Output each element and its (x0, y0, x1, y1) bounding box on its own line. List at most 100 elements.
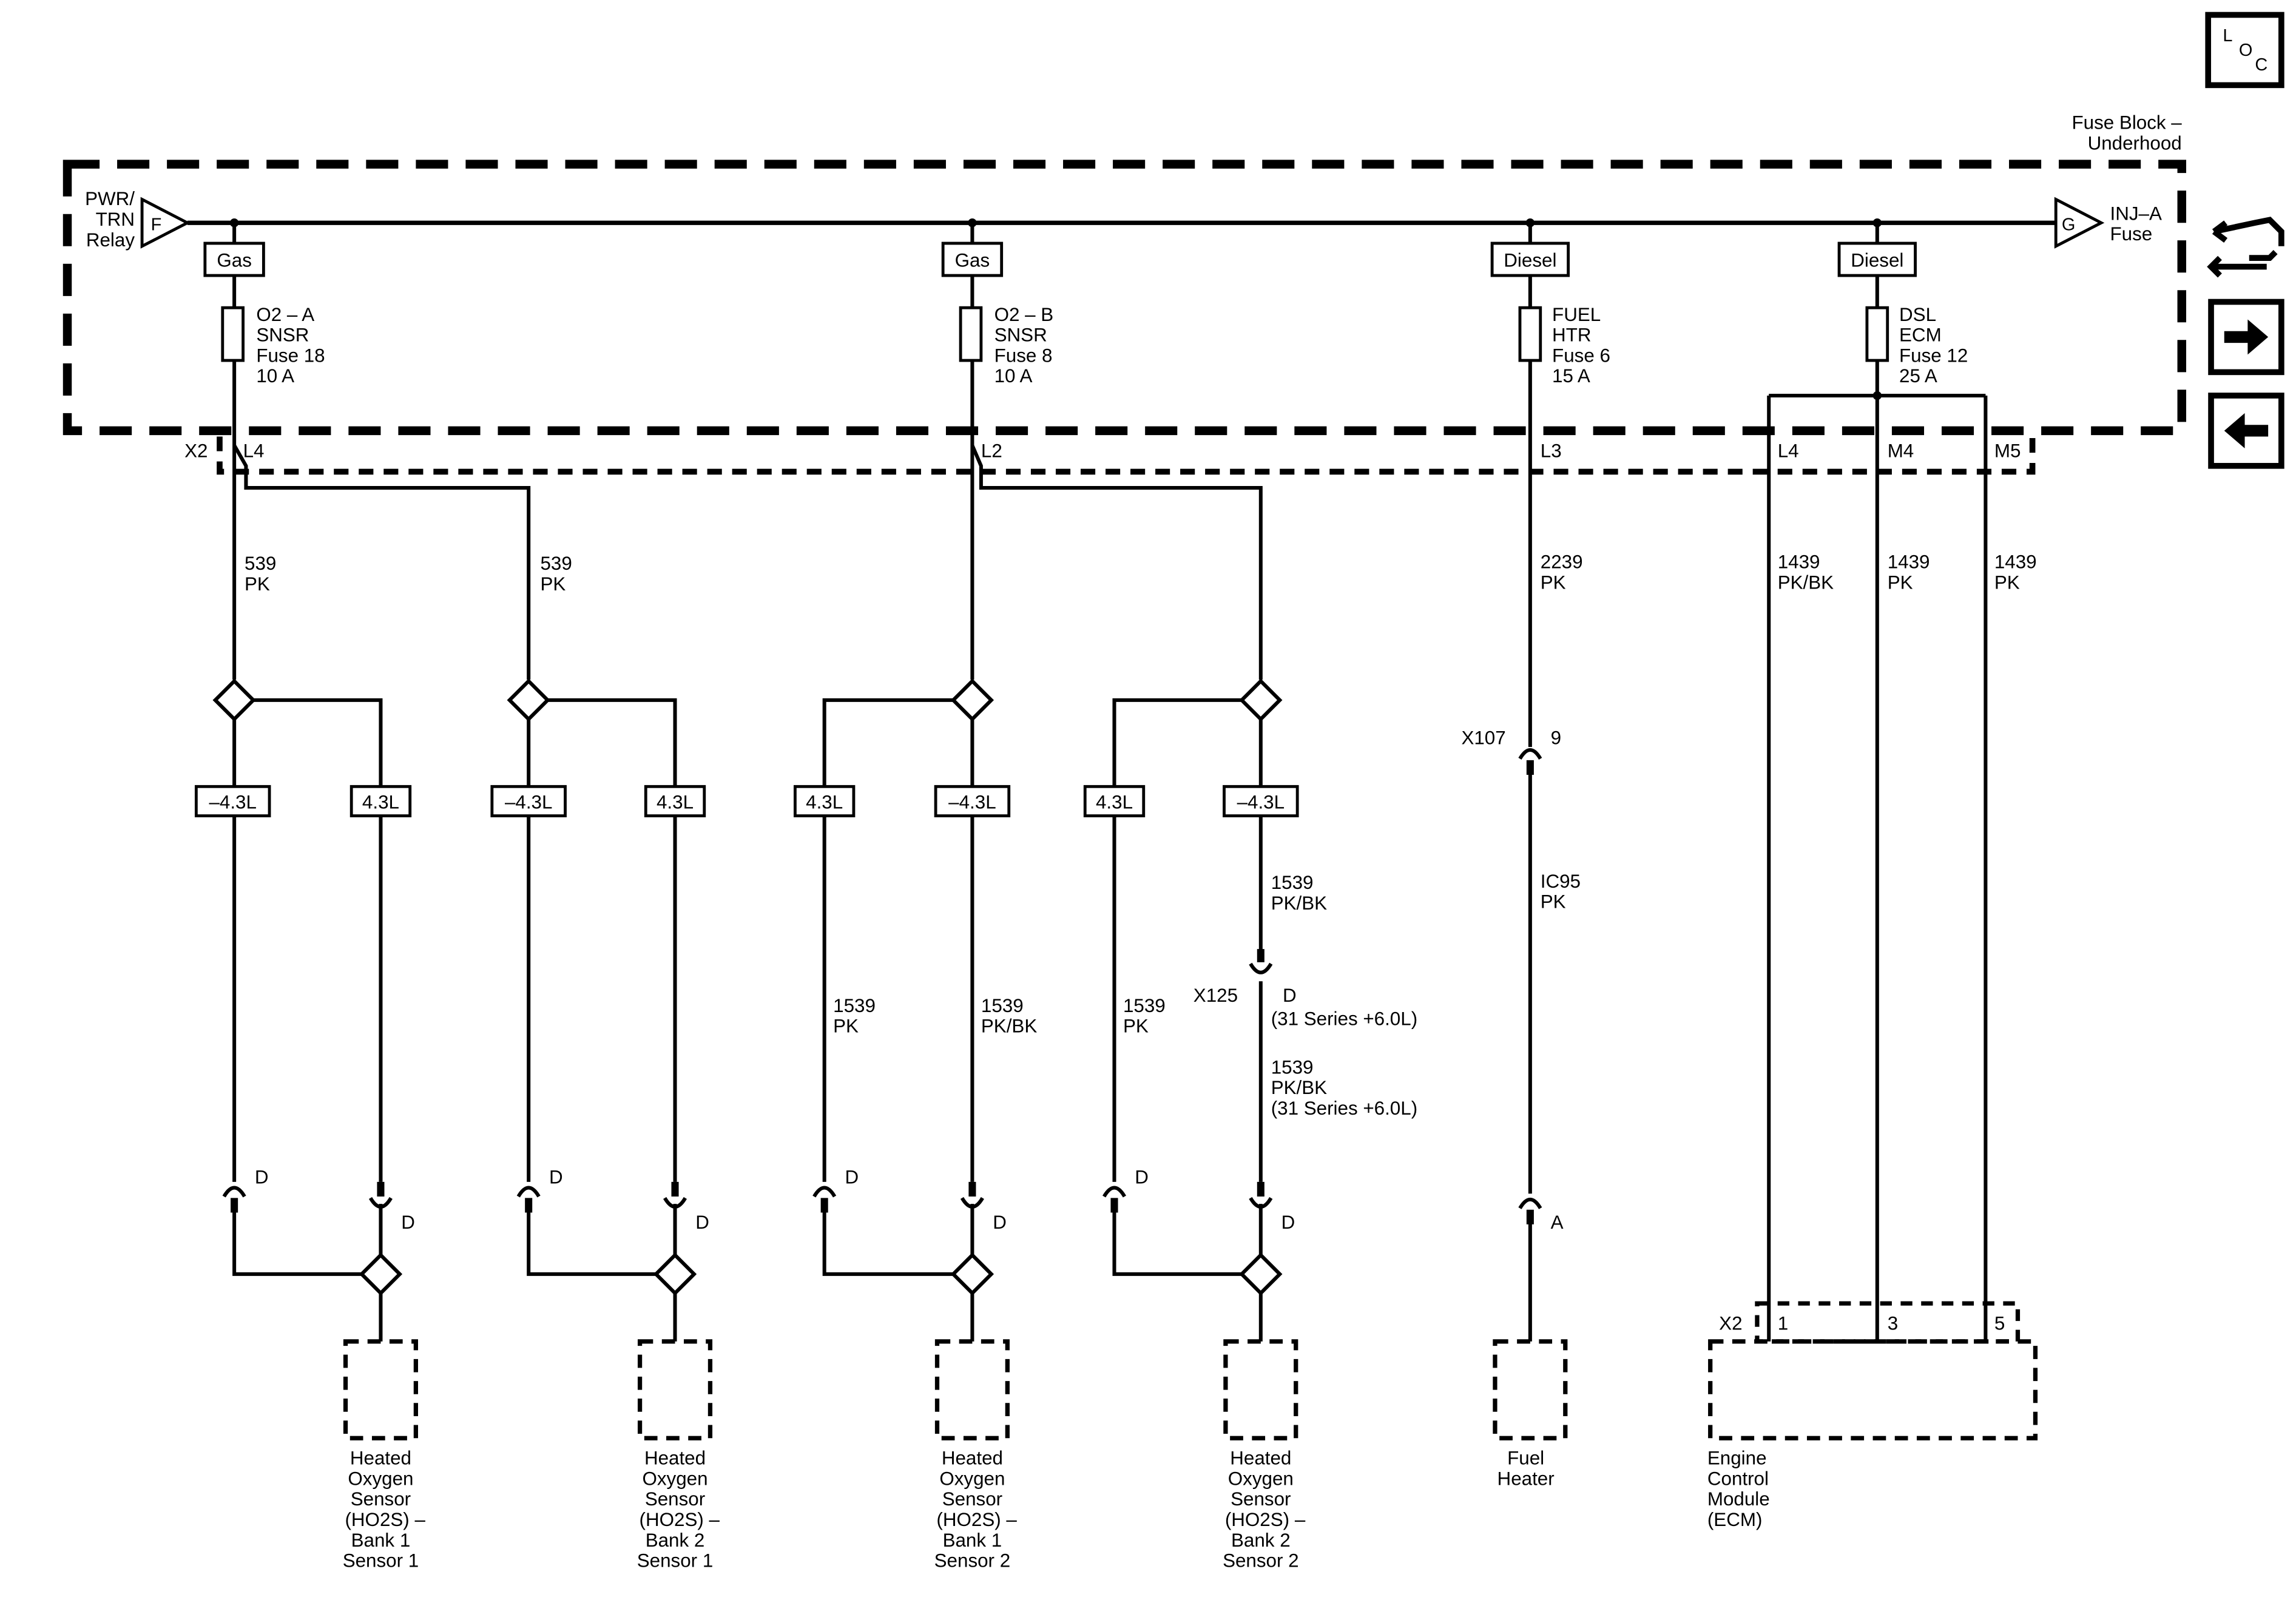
svg-text:Sensor 2: Sensor 2 (1223, 1550, 1299, 1571)
svg-text:Sensor 1: Sensor 1 (343, 1550, 419, 1571)
svg-text:Relay: Relay (86, 229, 135, 251)
fuse-8-symbol (959, 306, 983, 362)
fuse-8-group: Gas O2 – B SNSR Fuse 8 10 A L2 (941, 218, 1054, 461)
svg-text:TRN: TRN (96, 209, 135, 230)
svg-text:O2 – A: O2 – A (256, 304, 314, 325)
svg-text:Oxygen: Oxygen (939, 1468, 1005, 1489)
svg-text:Sensor 2: Sensor 2 (934, 1550, 1011, 1571)
svg-text:D: D (695, 1212, 709, 1233)
svg-text:10 A: 10 A (256, 365, 294, 387)
svg-text:2239: 2239 (1541, 552, 1583, 573)
svg-text:Fuse 6: Fuse 6 (1552, 345, 1610, 366)
svg-text:4.3L: 4.3L (806, 792, 843, 813)
svg-text:D: D (255, 1166, 269, 1187)
component-ho2s-bank1-sensor1: Heated Oxygen Sensor (HO2S) – Bank 1 Sen… (343, 1339, 425, 1571)
fuse-8-pin: L2 (981, 440, 1002, 461)
svg-text:PK/BK: PK/BK (1271, 893, 1327, 914)
connector-repair-icon[interactable] (2207, 217, 2284, 278)
fuse-18-pin: L4 (243, 440, 265, 461)
svg-text:1439: 1439 (1994, 552, 2037, 573)
svg-text:IC95: IC95 (1541, 871, 1581, 892)
svg-text:DSL: DSL (1899, 304, 1936, 325)
svg-text:PK: PK (1541, 891, 1566, 913)
x2-connector-label: X2 (184, 440, 208, 461)
splice-2-top (507, 678, 550, 722)
next-arrow-button[interactable] (2208, 299, 2284, 376)
svg-text:ECM: ECM (1899, 325, 1942, 346)
fuse-8-option: Gas (955, 250, 990, 271)
fuse-18-group: Gas O2 – A SNSR Fuse 18 10 A L4 (203, 218, 325, 461)
component-ecm: X2 1 3 5 Engine Control Module (ECM) (1707, 1301, 2038, 1530)
svg-text:Heater: Heater (1497, 1468, 1555, 1489)
svg-text:Fuel: Fuel (1507, 1448, 1544, 1469)
svg-text:D: D (401, 1212, 415, 1233)
svg-text:SNSR: SNSR (994, 325, 1047, 346)
fuse-6-option: Diesel (1504, 250, 1556, 271)
previous-arrow-button[interactable] (2208, 393, 2284, 469)
svg-text:(HO2S) –: (HO2S) – (1225, 1509, 1306, 1530)
x107-label: X107 (1461, 727, 1505, 748)
svg-text:(HO2S) –: (HO2S) – (936, 1509, 1017, 1530)
splice-1-top (212, 678, 256, 722)
splice-3-bottom (950, 1252, 994, 1296)
inline-connectors (1249, 748, 1542, 974)
x125-note: (31 Series +6.0L) (1271, 1008, 1417, 1030)
next-arrow-icon (2224, 319, 2269, 355)
svg-text:–4.3L: –4.3L (505, 792, 552, 813)
fuse-12-symbol (1865, 306, 1889, 362)
svg-text:1539: 1539 (1271, 1056, 1314, 1078)
fuse-block-title-line1: Fuse Block – (2071, 112, 2182, 133)
svg-text:Sensor 1: Sensor 1 (637, 1550, 714, 1571)
power-source: PWR/ TRN Relay F (85, 188, 191, 251)
component-pins (222, 1181, 1542, 1224)
loc-letter-l: L (2223, 26, 2232, 46)
svg-text:4.3L: 4.3L (362, 792, 399, 813)
power-destination: G INJ–A Fuse (2054, 197, 2162, 249)
svg-text:Fuse 8: Fuse 8 (994, 345, 1053, 366)
svg-text:D: D (1281, 1212, 1295, 1233)
svg-text:PK: PK (1994, 572, 2020, 593)
svg-text:SNSR: SNSR (256, 325, 309, 346)
svg-text:Oxygen: Oxygen (642, 1468, 707, 1489)
svg-text:Sensor: Sensor (351, 1488, 411, 1510)
fuse-12-pin-m4: M4 (1888, 440, 1914, 461)
x2-connector-boundary (217, 436, 2036, 475)
fuse-12-group: Diesel DSL ECM Fuse 12 25 A L4 M4 M5 (1778, 218, 2021, 461)
svg-text:539: 539 (245, 553, 276, 574)
svg-text:(31 Series +6.0L): (31 Series +6.0L) (1271, 1098, 1417, 1119)
svg-text:15 A: 15 A (1552, 365, 1590, 387)
svg-text:FUEL: FUEL (1552, 304, 1601, 325)
svg-text:Oxygen: Oxygen (1228, 1468, 1294, 1489)
svg-text:PK/BK: PK/BK (1778, 572, 1834, 593)
svg-text:Engine: Engine (1707, 1448, 1767, 1469)
splice-2-bottom (653, 1252, 697, 1296)
svg-text:PK/BK: PK/BK (1271, 1077, 1327, 1098)
fuse-12-option: Diesel (1851, 250, 1903, 271)
svg-text:Sensor: Sensor (942, 1488, 1002, 1510)
svg-text:(HO2S) –: (HO2S) – (345, 1509, 425, 1530)
fuse-18-symbol (221, 306, 245, 362)
loc-box[interactable]: L O C (2205, 12, 2284, 89)
fuse-12-pin-l4: L4 (1778, 440, 1799, 461)
svg-text:Sensor: Sensor (645, 1488, 705, 1510)
svg-text:(HO2S) –: (HO2S) – (640, 1509, 720, 1530)
component-ho2s-bank2-sensor2: Heated Oxygen Sensor (HO2S) – Bank 2 Sen… (1223, 1339, 1306, 1571)
svg-text:10 A: 10 A (994, 365, 1033, 387)
svg-text:O2 – B: O2 – B (994, 304, 1054, 325)
svg-text:1439: 1439 (1778, 552, 1820, 573)
fuse-block-title-line2: Underhood (2088, 133, 2182, 154)
svg-text:INJ–A: INJ–A (2110, 203, 2162, 224)
svg-text:Control: Control (1707, 1468, 1769, 1489)
svg-text:Fuse: Fuse (2110, 223, 2153, 245)
svg-text:–4.3L: –4.3L (1237, 792, 1285, 813)
svg-text:Bank 1: Bank 1 (943, 1530, 1002, 1551)
fuse-6-group: Diesel FUEL HTR Fuse 6 15 A L3 (1490, 218, 1610, 461)
svg-text:Heated: Heated (644, 1448, 706, 1469)
svg-text:1539: 1539 (1123, 995, 1166, 1016)
svg-text:PK/BK: PK/BK (981, 1016, 1037, 1037)
loc-letter-c: C (2255, 55, 2267, 75)
svg-text:A: A (1551, 1212, 1564, 1233)
component-ho2s-bank2-sensor1: Heated Oxygen Sensor (HO2S) – Bank 2 Sen… (637, 1339, 720, 1571)
svg-text:4.3L: 4.3L (657, 792, 694, 813)
